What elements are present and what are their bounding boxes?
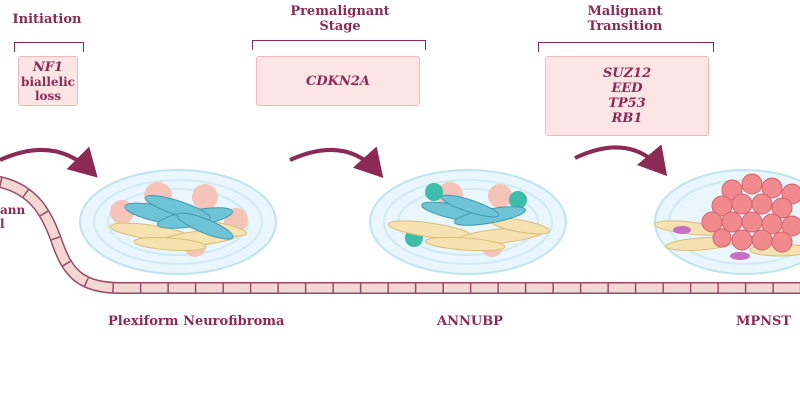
stage-title-malignant: Malignant Transition: [555, 4, 695, 34]
stage-bracket-premalignant: [252, 40, 426, 50]
stage-bracket-malignant: [538, 42, 714, 52]
stage-title-malignant-line-2: Transition: [587, 19, 663, 34]
left-cut-label-line-2: l: [0, 217, 5, 231]
gene-box-premalignant: CDKN2A: [256, 56, 420, 106]
gene-cdkn2a: CDKN2A: [306, 73, 370, 89]
gene-nf1: NF1: [32, 59, 64, 75]
progression-arrow-3: [574, 144, 668, 177]
gene-suz12: SUZ12: [602, 66, 652, 81]
stage-title-premalignant: Premalignant Stage: [270, 4, 410, 34]
gene-box-malignant: SUZ12 EED TP53 RB1: [545, 56, 709, 136]
gene-note-biallelic: biallelic: [21, 74, 75, 89]
gene-eed: EED: [611, 81, 643, 96]
left-cut-label: ann l: [0, 203, 25, 231]
stage-title-malignant-line-1: Malignant: [587, 4, 663, 19]
progression-arrow-1: [0, 146, 98, 178]
gene-rb1: RB1: [611, 111, 643, 126]
stage-title-premalignant-line-1: Premalignant: [290, 4, 390, 19]
lesion-plexiform-neurofibroma: [79, 169, 277, 275]
nerve-fiber-inner: [0, 177, 800, 293]
gene-tp53: TP53: [608, 96, 646, 111]
stage-title-initiation-text: Initiation: [12, 12, 82, 27]
gene-note-loss: loss: [34, 88, 62, 103]
left-cut-label-line-1: ann: [0, 203, 26, 217]
lesion-annubp: [369, 169, 567, 275]
lesion-mpnst: [653, 169, 800, 275]
stage-bracket-initiation: [14, 42, 84, 52]
label-annubp: ANNUBP: [437, 314, 503, 329]
stage-title-premalignant-line-2: Stage: [319, 19, 361, 34]
stage-title-initiation: Initiation: [12, 12, 82, 27]
progression-arrow-2: [289, 146, 384, 178]
label-plexiform-neurofibroma: Plexiform Neurofibroma: [108, 314, 285, 329]
label-mpnst: MPNST: [736, 314, 792, 329]
gene-box-initiation: NF1 biallelic loss: [18, 56, 78, 106]
